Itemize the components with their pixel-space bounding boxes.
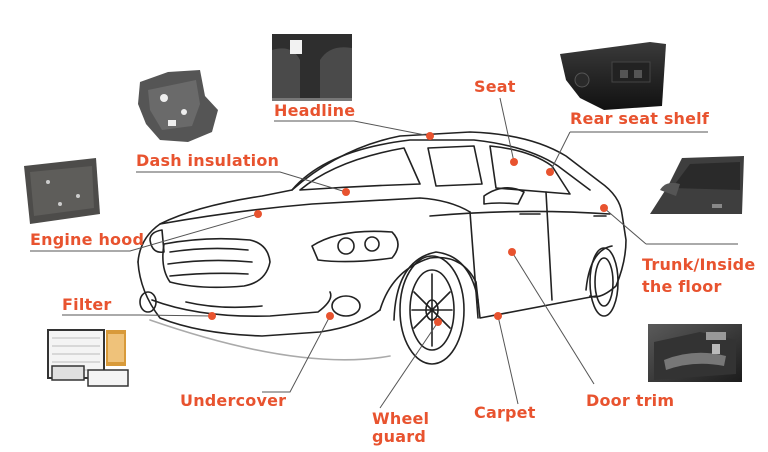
part-markers: [208, 132, 608, 326]
engine-hood-photo: [24, 158, 100, 224]
leader-engine-hood: [30, 213, 259, 252]
marker-undercover: [326, 312, 334, 320]
leader-seat: [499, 97, 515, 163]
leader-dash-insulation: [136, 171, 347, 193]
marker-rear-seat-shelf: [546, 168, 554, 176]
marker-headline: [426, 132, 434, 140]
marker-engine-hood: [254, 210, 262, 218]
leader-trunk-floor-2: [603, 207, 647, 245]
label-trunk-floor: Trunk/Inside the floor: [642, 255, 756, 296]
label-door-trim: Door trim: [586, 391, 675, 410]
label-seat: Seat: [474, 77, 516, 96]
label-wheel-guard: Wheel guard: [372, 409, 430, 446]
marker-carpet: [494, 312, 502, 320]
trunk-floor-photo: [650, 156, 744, 214]
leader-undercover: [262, 315, 331, 393]
leader-lines: [30, 97, 738, 409]
marker-trunk-floor: [600, 204, 608, 212]
marker-dash-insulation: [342, 188, 350, 196]
marker-seat: [510, 158, 518, 166]
label-engine-hood: Engine hood: [30, 230, 145, 249]
leader-wheel-guard: [379, 321, 439, 409]
leader-headline: [274, 120, 431, 137]
marker-door-trim: [508, 248, 516, 256]
marker-wheel-guard: [434, 318, 442, 326]
label-filter: Filter: [62, 295, 112, 314]
leader-filter: [62, 314, 213, 317]
label-rear-seat-shelf: Rear seat shelf: [570, 109, 710, 128]
marker-filter: [208, 312, 216, 320]
label-headline: Headline: [274, 101, 356, 120]
label-carpet: Carpet: [474, 403, 536, 422]
leader-carpet: [497, 315, 519, 405]
headline-photo: [272, 34, 352, 101]
filter-photo: [47, 329, 129, 387]
leader-door-trim: [511, 251, 595, 385]
door-trim-photo: [648, 324, 742, 382]
rear-seat-shelf-photo: [560, 42, 666, 110]
car-outline: [137, 131, 627, 365]
dash-insulation-photo: [138, 70, 218, 142]
label-undercover: Undercover: [180, 391, 287, 410]
label-dash-insulation: Dash insulation: [136, 151, 280, 170]
leader-rear-seat-shelf-2: [549, 131, 571, 173]
